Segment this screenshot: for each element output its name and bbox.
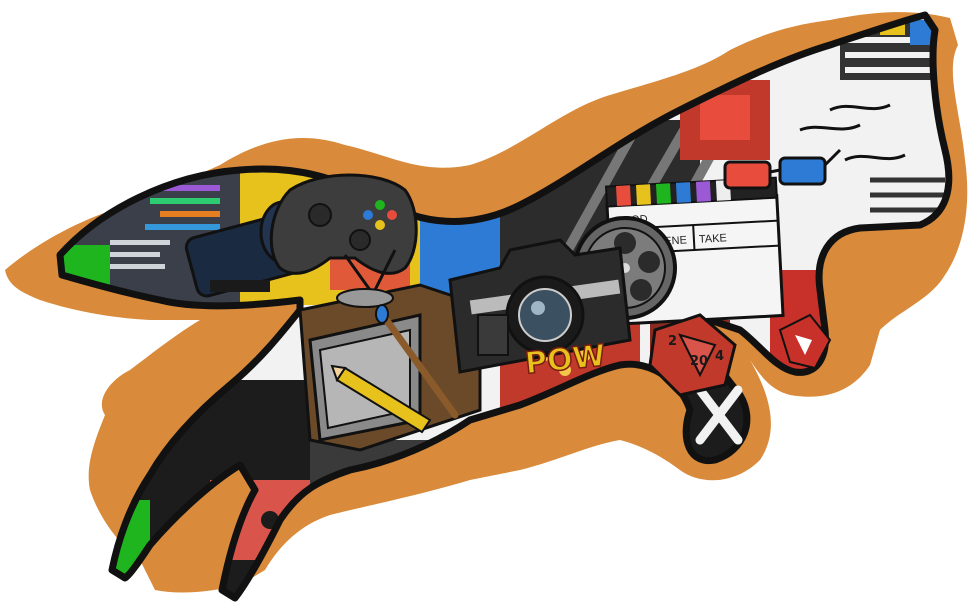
code-lines bbox=[110, 185, 220, 269]
dice-number-3: 4 bbox=[715, 349, 724, 364]
dice-number-1: 2 bbox=[668, 334, 677, 349]
clapper-take-label: TAKE bbox=[699, 232, 728, 245]
fox-outline bbox=[56, 11, 953, 602]
red-leg-pattern bbox=[778, 313, 832, 370]
paintbrush-icon bbox=[375, 304, 459, 419]
paw-x-mark bbox=[695, 385, 743, 445]
game-controller-icon bbox=[269, 173, 418, 275]
d20-dice-icon: 2 20 4 bbox=[648, 313, 737, 397]
dice-number-2: 20 bbox=[690, 354, 708, 369]
fox-snout-checker bbox=[870, 177, 945, 213]
pencil-icon bbox=[330, 364, 432, 434]
3d-glasses-icon bbox=[723, 148, 842, 190]
slr-camera-icon bbox=[448, 238, 632, 374]
